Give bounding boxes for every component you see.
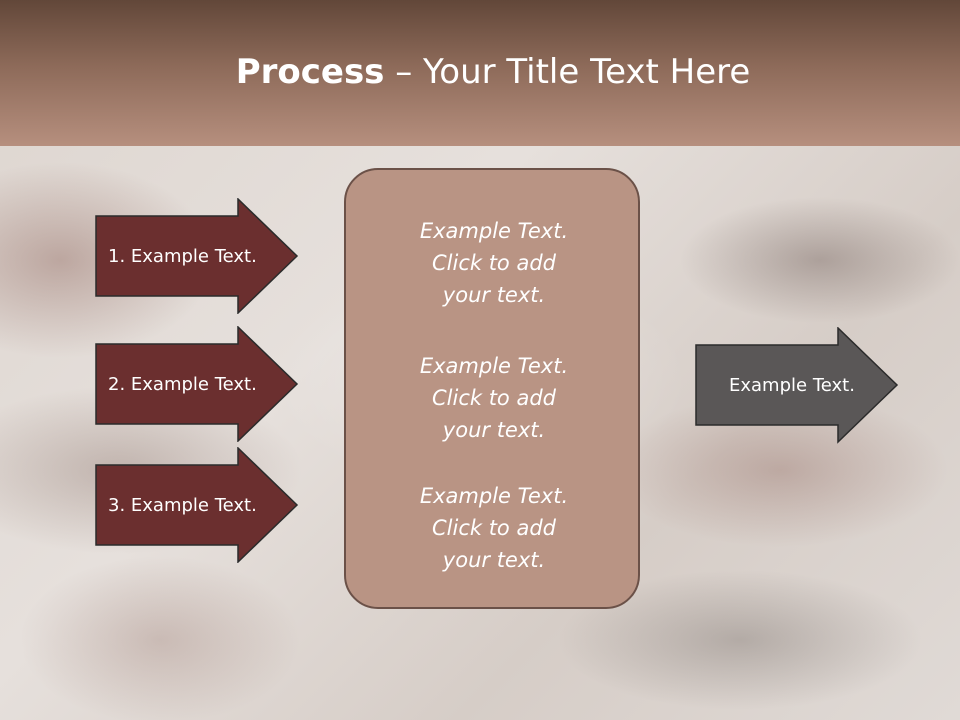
result-arrow[interactable]: Example Text. [695, 327, 900, 444]
para-line: your text. [442, 548, 546, 572]
para-line: your text. [442, 418, 546, 442]
title-bold: Process [235, 52, 385, 92]
arrow-label: Example Text. [729, 375, 855, 396]
center-paragraph-3: Example Text. Click to add your text. [346, 480, 642, 576]
process-arrow-3[interactable]: 3. Example Text. [95, 447, 300, 563]
arrow-label: 3. Example Text. [108, 494, 257, 516]
para-line: Click to add [431, 386, 556, 410]
title-rest: – Your Title Text Here [384, 52, 751, 92]
arrow-shape [95, 326, 299, 442]
arrow-shape [95, 198, 299, 314]
para-line: Click to add [431, 251, 556, 275]
arrow-label: 1. Example Text. [108, 245, 257, 267]
para-line: Example Text. [419, 354, 569, 378]
center-paragraph-1: Example Text. Click to add your text. [346, 215, 642, 311]
process-arrow-2[interactable]: 2. Example Text. [95, 326, 300, 442]
center-paragraph-2: Example Text. Click to add your text. [346, 350, 642, 446]
slide-title[interactable]: Process – Your Title Text Here [0, 52, 960, 92]
para-line: Click to add [431, 516, 556, 540]
para-line: Example Text. [419, 484, 569, 508]
arrow-shape [695, 327, 899, 444]
para-line: your text. [442, 283, 546, 307]
process-arrow-1[interactable]: 1. Example Text. [95, 198, 300, 314]
para-line: Example Text. [419, 219, 569, 243]
arrow-shape [95, 447, 299, 563]
arrow-label: 2. Example Text. [108, 373, 257, 395]
title-bar: Process – Your Title Text Here [0, 0, 960, 146]
center-text-box[interactable]: Example Text. Click to add your text. Ex… [344, 168, 640, 609]
